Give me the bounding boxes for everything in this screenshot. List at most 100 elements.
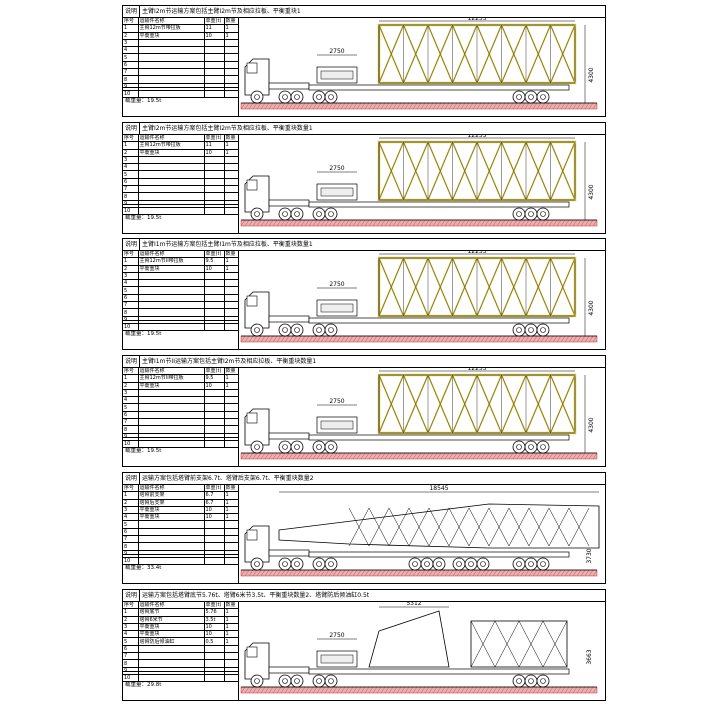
table-cell: 1 <box>223 148 239 157</box>
table-cell <box>203 185 225 194</box>
column-header: 运输件名称 <box>137 16 205 26</box>
panel-header: 说明运输方案包括塔臂底节5.76t、塔臂6米节3.5t、平衡重块数量2、塔臂防后… <box>123 590 605 602</box>
height-dimension: 4300 <box>588 417 595 432</box>
table-row: 6 <box>123 177 239 187</box>
table-row: 8 <box>123 308 239 317</box>
table-cell <box>223 155 239 165</box>
table-cell: 1 <box>223 498 239 507</box>
note-label: 说明 <box>125 592 138 599</box>
table-cell <box>203 644 225 654</box>
table-cell <box>223 527 239 537</box>
wheel <box>312 90 326 104</box>
table-cell <box>203 68 225 77</box>
column-header: 运输件名称 <box>137 133 205 143</box>
table-row: 6 <box>123 410 239 420</box>
table-cell: 10 <box>203 31 225 40</box>
table-row: 4 <box>123 396 239 405</box>
table-cell <box>203 163 225 172</box>
table-cell: 4 <box>123 46 139 55</box>
table-cell: 5 <box>123 520 139 529</box>
table-cell <box>223 673 239 683</box>
table-cell <box>137 46 205 55</box>
column-header: 序号 <box>123 16 139 26</box>
table-cell <box>137 535 205 544</box>
boom-truss-section <box>377 140 577 202</box>
wheel <box>250 207 264 221</box>
table-cell <box>223 192 239 201</box>
panel-title: 运输方案包括塔臂底节5.76t、塔臂6米节3.5t、平衡重块数量2、塔臂防后倾油… <box>142 592 370 599</box>
table-cell: 平衡重块 <box>137 148 205 157</box>
table-cell <box>223 644 239 654</box>
table-cell: 3 <box>123 622 139 632</box>
table-cell: 4 <box>123 279 139 288</box>
table-cell: 1 <box>223 257 239 266</box>
table-cell <box>223 520 239 529</box>
table-row: 6 <box>123 527 239 537</box>
table-row: 5 <box>123 53 239 62</box>
table-cell: 8 <box>123 75 139 84</box>
table-row: 6 <box>123 293 239 303</box>
table-cell <box>203 271 225 281</box>
table-cell: 10 <box>203 513 225 522</box>
table-cell <box>137 155 205 165</box>
column-header: 数量 <box>223 249 239 259</box>
table-row: 8 <box>123 75 239 84</box>
front-dimension: 2750 <box>329 398 344 405</box>
wheel <box>290 557 304 571</box>
table-cell <box>223 301 239 310</box>
table-cell: 6 <box>123 410 139 420</box>
table-cell: 2 <box>123 381 139 390</box>
table-cell: 1 <box>223 491 239 500</box>
length-dimension: 18545 <box>429 485 448 492</box>
table-cell <box>203 279 225 288</box>
table-row: 8 <box>123 425 239 434</box>
table-row: 10 <box>123 673 239 683</box>
table-row: 8 <box>123 192 239 201</box>
table-cell <box>203 192 225 201</box>
table-cell: 4 <box>123 630 139 639</box>
table-cell <box>137 60 205 70</box>
table-cell <box>203 155 225 165</box>
table-cell: 1 <box>223 630 239 639</box>
table-cell: 2 <box>123 498 139 507</box>
table-cell <box>137 177 205 187</box>
column-header: 运输件名称 <box>137 366 205 376</box>
table-cell <box>223 53 239 62</box>
table-row: 8 <box>123 542 239 551</box>
table-cell <box>203 652 225 661</box>
table-cell: 7 <box>123 185 139 194</box>
table-cell <box>203 527 225 537</box>
table-cell <box>203 60 225 70</box>
wheel <box>278 207 292 221</box>
table-cell <box>137 192 205 201</box>
wheel <box>278 323 292 337</box>
column-header: 单重(t) <box>203 366 225 376</box>
total-load: 载重量：19.5t <box>125 215 162 221</box>
table-cell <box>203 388 225 398</box>
table-cell: 10 <box>203 148 225 157</box>
table-cell: 10 <box>203 264 225 273</box>
column-header: 序号 <box>123 249 139 259</box>
wheel <box>324 207 338 221</box>
table-row: 3 <box>123 38 239 48</box>
table-cell: 2 <box>123 31 139 40</box>
table-cell: 6 <box>123 60 139 70</box>
table-row: 7 <box>123 535 239 544</box>
table-cell: 1 <box>223 381 239 390</box>
table-cell <box>137 308 205 317</box>
table-cell: 1 <box>123 141 139 150</box>
table-row: 7 <box>123 185 239 194</box>
length-dimension: 12255 <box>467 250 486 255</box>
table-cell: 3 <box>123 155 139 165</box>
table-cell <box>137 644 205 654</box>
table-row: 9 <box>123 315 239 324</box>
table-cell <box>223 432 239 441</box>
wheel <box>290 674 304 688</box>
table-cell <box>223 177 239 187</box>
